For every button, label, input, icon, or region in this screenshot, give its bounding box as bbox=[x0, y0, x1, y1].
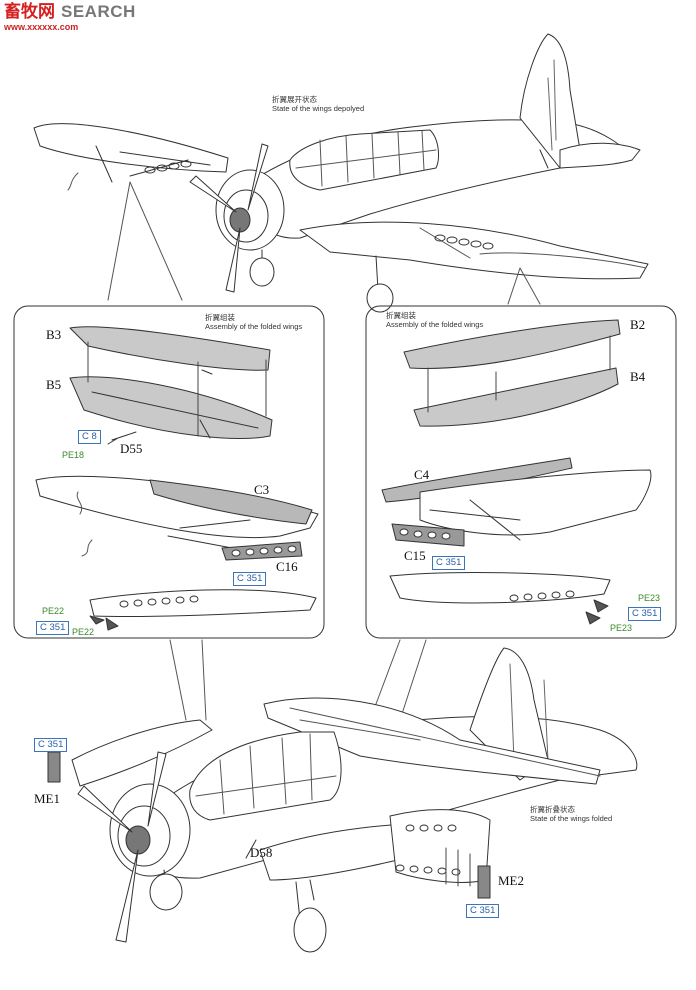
part-c16: C16 bbox=[276, 559, 298, 574]
top-caption-en: State of the wings depolyed bbox=[272, 103, 365, 113]
pe-pe22-a: PE22 bbox=[42, 606, 65, 616]
part-c15: C15 bbox=[404, 548, 426, 563]
wing-gun-holes-right bbox=[434, 234, 494, 250]
pe-pe18: PE18 bbox=[62, 450, 85, 460]
part-d58: D58 bbox=[250, 845, 273, 860]
part-me2: ME2 bbox=[498, 873, 524, 888]
tag-c351-left-a: C 351 bbox=[233, 572, 267, 586]
top-caption: 折翼展开状态 State of the wings depolyed bbox=[272, 95, 365, 113]
part-c4: C4 bbox=[414, 467, 430, 482]
part-c3: C3 bbox=[254, 482, 270, 497]
tag-c351-right-a: C 351 bbox=[432, 556, 466, 570]
right-callout-box bbox=[365, 305, 677, 639]
part-b2: B2 bbox=[630, 317, 646, 332]
bottom-caption-cn: 折翼折叠状态 bbox=[530, 805, 575, 814]
part-b5: B5 bbox=[46, 377, 62, 392]
watermark-brand: 畜牧网 SEARCH bbox=[4, 3, 136, 20]
part-me1: ME1 bbox=[34, 791, 60, 806]
left-box-caption-cn: 折翼组装 bbox=[205, 313, 235, 322]
right-box-caption-cn: 折翼组装 bbox=[386, 311, 416, 320]
watermark-search: SEARCH bbox=[61, 2, 136, 21]
left-wing-assembly bbox=[35, 326, 319, 631]
pe-pe23-b: PE23 bbox=[610, 623, 633, 633]
tag-c351-left-b: C 351 bbox=[36, 621, 70, 635]
left-callout-box bbox=[13, 305, 325, 639]
folded-aircraft bbox=[47, 647, 638, 953]
deployed-aircraft bbox=[33, 33, 649, 313]
right-box-caption-en: Assembly of the folded wings bbox=[386, 319, 484, 329]
tag-c351-right-b: C 351 bbox=[628, 607, 662, 621]
watermark-url: www.xxxxxx.com bbox=[4, 22, 79, 32]
part-b3: B3 bbox=[46, 327, 62, 342]
pe-pe22-b: PE22 bbox=[72, 627, 95, 637]
tag-c351-bottom-b: C 351 bbox=[466, 904, 500, 918]
right-wing-assembly bbox=[381, 319, 652, 625]
bottom-caption: 折翼折叠状态 State of the wings folded bbox=[530, 805, 613, 823]
top-caption-cn: 折翼展开状态 bbox=[272, 95, 317, 104]
watermark-cn: 畜牧网 bbox=[4, 2, 55, 21]
tag-c351-bottom-a: C 351 bbox=[34, 738, 68, 752]
wing-gun-holes-left bbox=[144, 160, 192, 174]
bottom-caption-en: State of the wings folded bbox=[530, 813, 613, 823]
pe-pe23-a: PE23 bbox=[638, 593, 661, 603]
left-box-caption-en: Assembly of the folded wings bbox=[205, 321, 303, 331]
left-box-caption: 折翼组装 Assembly of the folded wings bbox=[205, 313, 303, 331]
part-b4: B4 bbox=[630, 369, 646, 384]
part-d55: D55 bbox=[120, 441, 143, 456]
tag-c8: C 8 bbox=[78, 430, 101, 444]
right-box-caption: 折翼组装 Assembly of the folded wings bbox=[386, 311, 484, 329]
